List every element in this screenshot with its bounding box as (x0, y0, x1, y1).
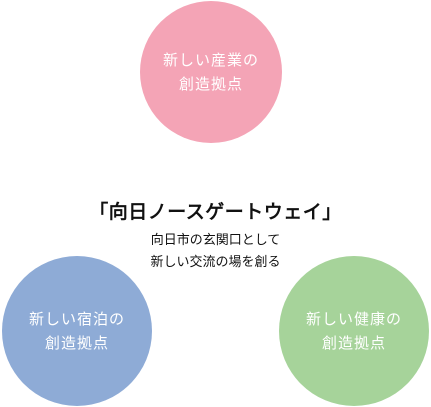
lodging-hub-label-line2: 創造拠点 (44, 334, 109, 352)
industry-hub-label-line1: 新しい産業の (162, 51, 259, 69)
health-hub-circle: 新しい健康の 創造拠点 (279, 256, 429, 406)
concept-title: 「向日ノースゲートウェイ」 (89, 201, 342, 223)
health-hub-label-line2: 創造拠点 (321, 334, 386, 352)
concept-subtitle: 向日市の玄関口として 新しい交流の場を創る (0, 230, 431, 274)
concept-subtitle-line2: 新しい交流の場を創る (150, 255, 281, 270)
lodging-hub-label-line1: 新しい宿泊の (28, 310, 125, 328)
lodging-hub-circle: 新しい宿泊の 創造拠点 (2, 256, 152, 406)
health-hub-label-line1: 新しい健康の (305, 310, 402, 328)
industry-hub-label-line2: 創造拠点 (178, 75, 243, 93)
concept-center: 「向日ノースゲートウェイ」 向日市の玄関口として 新しい交流の場を創る (0, 197, 431, 274)
concept-subtitle-line1: 向日市の玄関口として (150, 233, 281, 248)
industry-hub-circle: 新しい産業の 創造拠点 (140, 1, 282, 143)
